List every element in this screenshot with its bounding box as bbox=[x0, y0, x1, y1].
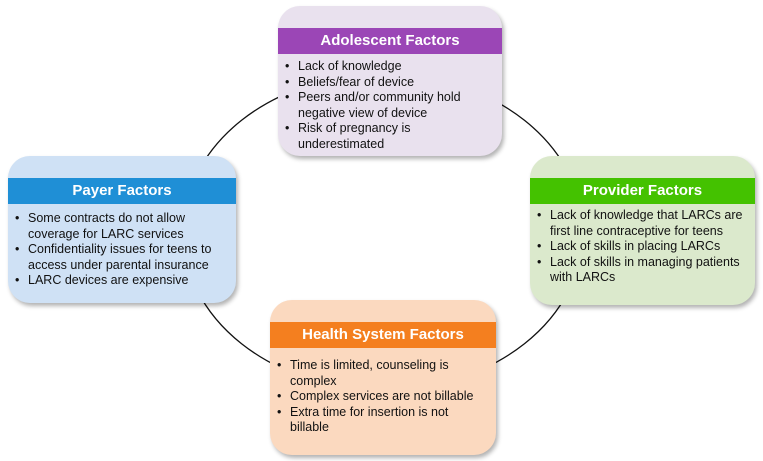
adolescent-factors-box: Adolescent Factors Lack of knowledge Bel… bbox=[278, 6, 502, 156]
list-item: Lack of skills in placing LARCs bbox=[537, 239, 750, 255]
list-item: Complex services are not billable bbox=[277, 389, 490, 405]
provider-factors-title: Provider Factors bbox=[530, 178, 755, 204]
provider-factors-list: Lack of knowledge that LARCs are first l… bbox=[530, 208, 750, 286]
health-system-factors-title: Health System Factors bbox=[270, 322, 496, 348]
adolescent-factors-list: Lack of knowledge Beliefs/fear of device… bbox=[278, 59, 498, 152]
list-item: Lack of skills in managing patients with… bbox=[537, 255, 750, 286]
list-item: Beliefs/fear of device bbox=[285, 75, 498, 91]
payer-factors-title: Payer Factors bbox=[8, 178, 236, 204]
health-system-factors-list: Time is limited, counseling is complex C… bbox=[270, 358, 490, 436]
list-item: Confidentiality issues for teens to acce… bbox=[15, 242, 233, 273]
list-item: Risk of pregnancy is underestimated bbox=[285, 121, 498, 152]
list-item: Peers and/or community hold negative vie… bbox=[285, 90, 498, 121]
provider-factors-box: Provider Factors Lack of knowledge that … bbox=[530, 156, 755, 305]
list-item: Time is limited, counseling is complex bbox=[277, 358, 490, 389]
list-item: Lack of knowledge that LARCs are first l… bbox=[537, 208, 750, 239]
list-item: LARC devices are expensive bbox=[15, 273, 233, 289]
list-item: Extra time for insertion is not billable bbox=[277, 405, 490, 436]
payer-factors-list: Some contracts do not allow coverage for… bbox=[8, 211, 233, 289]
list-item: Some contracts do not allow coverage for… bbox=[15, 211, 233, 242]
list-item: Lack of knowledge bbox=[285, 59, 498, 75]
adolescent-factors-title: Adolescent Factors bbox=[278, 28, 502, 54]
health-system-factors-box: Health System Factors Time is limited, c… bbox=[270, 300, 496, 455]
payer-factors-box: Payer Factors Some contracts do not allo… bbox=[8, 156, 236, 303]
